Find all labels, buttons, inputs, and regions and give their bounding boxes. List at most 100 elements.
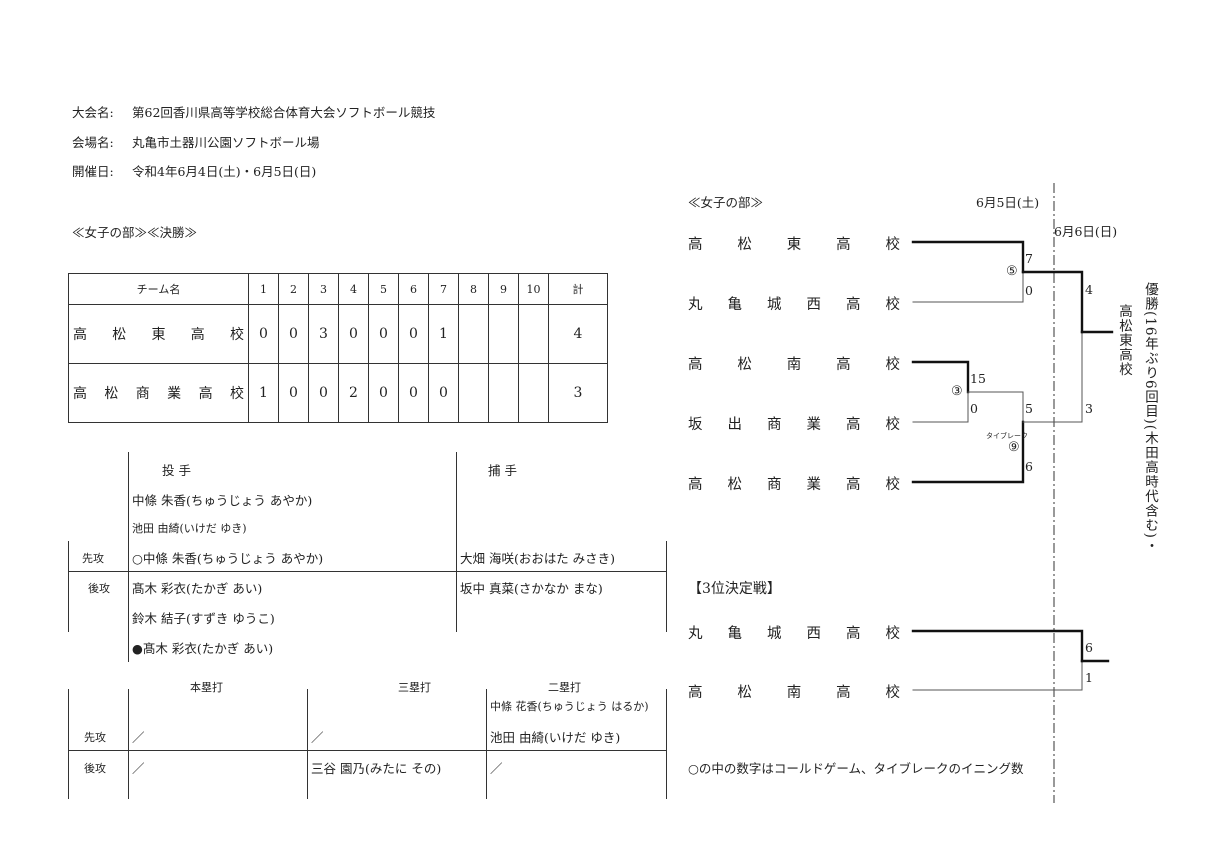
inning-header: 9 [488, 273, 519, 305]
school-char: 校 [885, 626, 901, 642]
inning-header: 8 [458, 273, 489, 305]
venue-line: 会場名:丸亀市土器川公園ソフトボール場 [72, 132, 320, 151]
school-char: 高 [688, 685, 703, 701]
catcher-header: 捕 手 [488, 463, 517, 478]
school-char: 高 [836, 357, 851, 373]
inning-score [488, 304, 519, 364]
school-char: 西 [806, 297, 822, 313]
triple-none: ／ [311, 730, 324, 745]
school-name: 坂出商業高校 [688, 413, 900, 434]
match-score: 0 [970, 401, 978, 416]
school-char: 西 [806, 626, 822, 642]
school-char: 高 [836, 685, 851, 701]
school-char: 高 [846, 626, 861, 642]
match-score: 3 [1085, 401, 1093, 416]
pitcher-name: ●髙木 彩衣(たかぎ あい) [132, 641, 274, 656]
team-char: 高 [73, 327, 87, 343]
school-char: 校 [885, 477, 901, 493]
school-char: 東 [786, 237, 802, 253]
school-char: 校 [885, 685, 901, 701]
match-score: 5 [1025, 401, 1033, 416]
inning-score [488, 363, 519, 423]
school-char: 亀 [727, 626, 743, 642]
team-char: 高 [73, 386, 87, 402]
homerun-header: 本塁打 [190, 681, 223, 694]
total-score: 3 [548, 363, 608, 423]
final-heading: ≪女子の部≫≪決勝≫ [72, 225, 198, 240]
school-char: 松 [737, 685, 752, 701]
team-char: 松 [104, 386, 119, 402]
inning-score: 0 [398, 363, 429, 423]
school-char: 校 [885, 417, 901, 433]
team-char: 高 [190, 327, 205, 343]
pitcher-name: 中條 朱香(ちゅうじょう あやか) [132, 493, 313, 508]
match-score: 6 [1085, 640, 1093, 655]
homerun-none: ／ [132, 761, 145, 776]
team-char: 高 [198, 386, 213, 402]
team-char: 校 [229, 386, 244, 402]
champion-note: 優勝(16年ぶり6回目)(木田高時代含む)・ [1142, 282, 1158, 554]
team-char: 東 [151, 327, 166, 343]
called-game-inning: ③ [951, 384, 963, 399]
dates-value: 令和4年6月4日(土)・6月5日(日) [132, 164, 317, 179]
winner-name: 高松東高校 [1116, 304, 1132, 377]
inning-header: 5 [368, 273, 399, 305]
team-char: 業 [167, 386, 182, 402]
tiebreak-inning: ⑨ [1008, 440, 1020, 455]
triple-hitter: 三谷 園乃(みたに その) [311, 761, 442, 776]
date-day2: 6月6日(日) [1054, 224, 1118, 239]
divider [486, 689, 487, 799]
score-table: チーム名 1 2 3 4 5 6 7 8 9 10 計 高 松 東 高 校 0 … [68, 273, 608, 423]
school-char: 校 [885, 237, 901, 253]
school-name: 高松南高校 [688, 681, 900, 702]
match-score: 7 [1025, 251, 1033, 266]
team-name: 高 松 商 業 高 校 [68, 363, 249, 423]
inning-score: 0 [398, 304, 429, 364]
school-char: 高 [688, 237, 703, 253]
divider [128, 689, 129, 799]
inning-header: 6 [398, 273, 429, 305]
second-attack-label: 後攻 [84, 762, 106, 775]
school-char: 城 [767, 297, 782, 313]
team-char: 商 [135, 386, 150, 402]
inning-score: 1 [248, 363, 279, 423]
bracket-heading: ≪女子の部≫ [688, 195, 764, 210]
team-char: 松 [112, 327, 127, 343]
divider [68, 689, 69, 799]
first-attack-label: 先攻 [84, 731, 106, 744]
match-score: 4 [1085, 282, 1093, 297]
school-name: 丸亀城西高校 [688, 293, 900, 314]
school-char: 亀 [727, 297, 743, 313]
match-score: 15 [970, 371, 986, 386]
school-char: 松 [737, 237, 752, 253]
inning-score [458, 363, 489, 423]
double-hitter: 中條 花香(ちゅうじょう はるか) [490, 700, 649, 713]
team-char: 校 [230, 327, 244, 343]
second-attack-label: 後攻 [88, 582, 110, 595]
school-char: 南 [786, 357, 802, 373]
called-game-inning: ⑤ [1006, 264, 1018, 279]
school-char: 高 [688, 477, 703, 493]
school-char: 出 [727, 417, 743, 433]
double-hitter: 池田 由綺(いけだ ゆき) [490, 730, 621, 745]
school-char: 高 [836, 237, 851, 253]
divider [307, 689, 308, 799]
divider [68, 571, 666, 572]
match-score: 1 [1085, 670, 1093, 685]
school-name: 高松南高校 [688, 353, 900, 374]
total-score: 4 [548, 304, 608, 364]
pitcher-name: 池田 由綺(いけだ ゆき) [132, 522, 247, 535]
catcher-name: 坂中 真菜(さかなか まな) [460, 581, 603, 596]
pitcher-name: 髙木 彩衣(たかぎ あい) [132, 581, 263, 596]
homerun-none: ／ [132, 730, 145, 745]
double-none: ／ [490, 761, 503, 776]
school-char: 丸 [688, 626, 703, 642]
date-day1: 6月5日(土) [976, 195, 1040, 210]
school-char: 城 [767, 626, 782, 642]
divider [68, 750, 666, 751]
inning-score [458, 304, 489, 364]
venue-label: 会場名: [72, 135, 114, 150]
total-header: 計 [548, 273, 608, 305]
school-name: 高松商業高校 [688, 473, 900, 494]
